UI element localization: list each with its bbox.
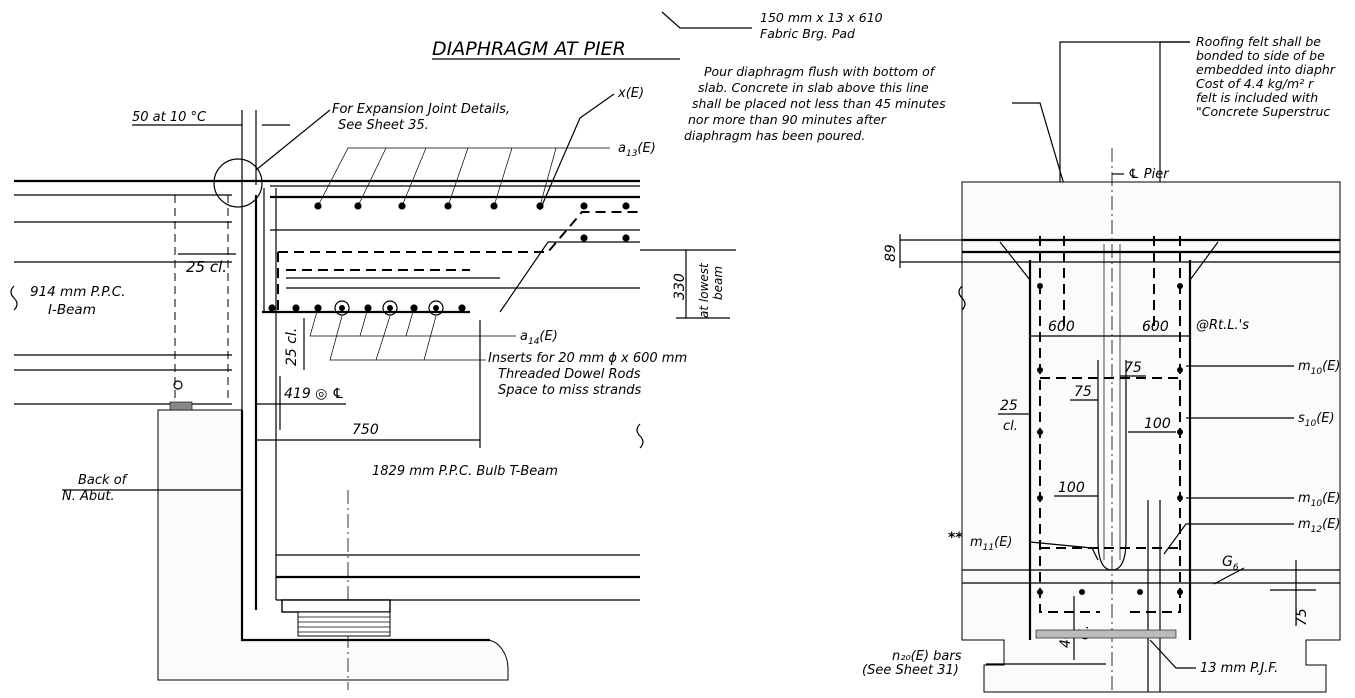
dim600-right: 600 <box>1142 319 1169 335</box>
a14-label: a14(E) <box>520 329 558 347</box>
svg-text:Pour diaphragm flush with bott: Pour diaphragm flush with bottom of <box>704 64 936 79</box>
lowest-beam-line1: at lowest <box>697 262 711 318</box>
svg-text:embedded into diaphr: embedded into diaphr <box>1196 62 1336 77</box>
back-of-abut-line2: N. Abut. <box>62 489 115 504</box>
svg-text:nor more than 90 minutes after: nor more than 90 minutes after <box>688 112 887 127</box>
expansion-joint-circle <box>213 158 263 208</box>
expansion-note-line2: See Sheet 35. <box>338 118 429 133</box>
svg-text:shall be placed not less than: shall be placed not less than 45 minutes <box>692 96 946 111</box>
inserts-note-line3: Space to miss strands <box>498 383 642 398</box>
svg-text:Cost of 4.4 kg/m² r: Cost of 4.4 kg/m² r <box>1196 76 1314 91</box>
dim75-upper: 75 <box>1124 360 1142 376</box>
a13-leaders <box>317 147 610 207</box>
dim25-cl: cl. <box>1003 419 1018 434</box>
dim89-value: 89 <box>883 244 899 262</box>
cl25-label: 25 cl. <box>186 258 227 276</box>
xE-label: x(E) <box>617 86 644 101</box>
drawing-title: DIAPHRAGM AT PIER <box>432 38 626 60</box>
a13-label: a13(E) <box>618 141 656 159</box>
g6-label: G6 <box>1222 554 1239 573</box>
svg-text:"Concrete Superstruc: "Concrete Superstruc <box>1196 104 1330 119</box>
break-mark-mid <box>636 423 644 449</box>
svg-text:felt is included with: felt is included with <box>1196 90 1318 105</box>
dim100-left: 100 <box>1058 480 1085 496</box>
dim419-label: 419 ◎ ℄ <box>284 386 344 402</box>
elastomeric-bearing <box>297 611 391 637</box>
expansion-leader <box>255 109 331 171</box>
sole-plate <box>281 599 391 613</box>
pjf-strip <box>1035 629 1177 639</box>
dim75-mid: 75 <box>1074 384 1092 400</box>
bearing-pad-left <box>169 401 193 411</box>
cl25-vertical: 25 cl. <box>284 328 300 366</box>
stirrup-right-outer <box>1124 236 1181 613</box>
s10-label: s10(E) <box>1298 411 1335 429</box>
xE-leader <box>539 93 615 211</box>
inserts-note-line1: Inserts for 20 mm ϕ x 600 mm <box>488 351 687 366</box>
svg-text:Roofing felt shall be: Roofing felt shall be <box>1196 34 1321 49</box>
inserts-note-line2: Threaded Dowel Rods <box>498 367 641 382</box>
stirrup-left-outer <box>1039 236 1100 613</box>
m11-leader <box>1029 541 1099 561</box>
svg-text:slab. Concrete in slab above: slab. Concrete in slab above this line <box>698 80 929 95</box>
m10b-label: m10(E) <box>1298 491 1340 509</box>
m11-label: m11(E) <box>970 535 1012 553</box>
pjf-leader <box>1149 639 1196 669</box>
dowel-hook <box>1097 360 1127 571</box>
dim75-bottom: 75 <box>1294 608 1310 626</box>
back-of-abut-line1: Back of <box>78 473 129 488</box>
temperature-label: 50 at 10 °C <box>132 110 207 125</box>
pier-cl-label: ℄ Pier <box>1128 167 1170 182</box>
ibeam-label-line1: 914 mm P.P.C. <box>30 284 126 300</box>
a14-leaders <box>309 307 516 337</box>
dim25-value: 25 <box>1000 398 1018 414</box>
haunch-left <box>999 241 1031 281</box>
svg-text:bonded to side of be: bonded to side of be <box>1196 48 1325 63</box>
svg-text:diaphragm has been poured.: diaphragm has been poured. <box>684 128 865 143</box>
bulb-t-beam-label: 1829 mm P.P.C. Bulb T-Beam <box>372 464 558 479</box>
dowel-insert-symbols <box>334 300 444 316</box>
m12-label: m12(E) <box>1298 517 1340 535</box>
pad-note-line1: 150 mm x 13 x 610 <box>760 10 883 25</box>
g6-leader <box>1213 567 1245 585</box>
pour-note: Pour diaphragm flush with bottom of slab… <box>684 64 946 143</box>
n20-line2: (See Sheet 31) <box>862 663 959 678</box>
abutment-face <box>240 410 490 642</box>
roofing-felt-note: Roofing felt shall be bonded to side of … <box>1196 34 1336 119</box>
dim100-right: 100 <box>1144 416 1171 432</box>
dim600-left: 600 <box>1048 319 1075 335</box>
n20-line1: n₂₀(E) bars <box>892 649 962 664</box>
rtl-label: @Rt.L.'s <box>1196 318 1249 333</box>
haunch-right <box>1189 241 1219 281</box>
pad-leader <box>661 11 752 29</box>
pier-section-outline <box>961 181 1341 693</box>
m12-leader <box>1163 523 1294 555</box>
diaphragm-rebar-top <box>278 211 640 253</box>
dim330-value: 330 <box>672 273 688 300</box>
m10a-label: m10(E) <box>1298 359 1340 377</box>
m11-stars: ** <box>948 530 963 546</box>
inserts-leaders <box>329 315 486 361</box>
haunch-line <box>499 241 640 313</box>
right-rebar-dots <box>1037 283 1183 595</box>
break-mark-right <box>958 285 966 311</box>
top-rebar-row <box>314 202 630 242</box>
pad-note-line2: Fabric Brg. Pad <box>760 26 855 41</box>
expansion-note-line1: For Expansion Joint Details, <box>332 102 510 117</box>
break-mark-left <box>10 285 18 311</box>
ibeam-symbol <box>173 380 183 390</box>
pjf-label: 13 mm P.J.F. <box>1200 661 1278 676</box>
dim750-value: 750 <box>352 422 379 438</box>
ibeam-label-line2: I-Beam <box>48 302 96 318</box>
lowest-beam-line2: beam <box>711 266 725 300</box>
